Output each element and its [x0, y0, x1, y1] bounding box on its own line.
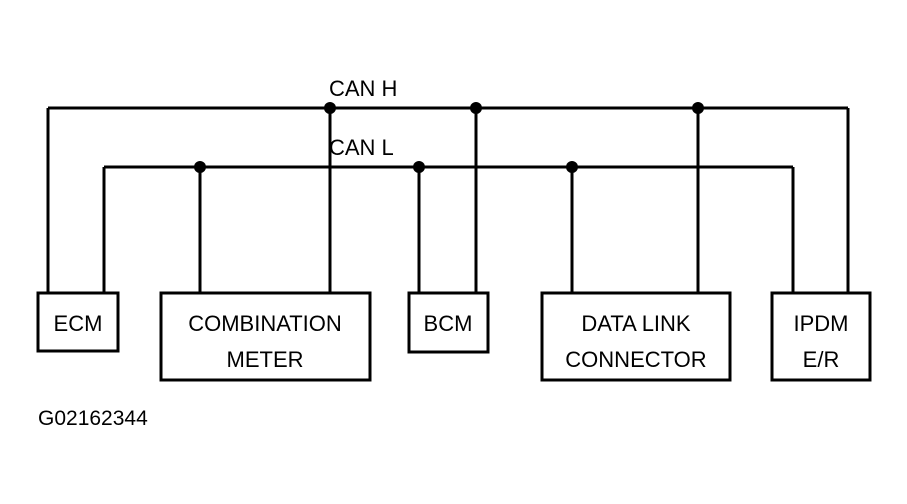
unit-label-bcm: BCM	[424, 311, 473, 336]
junction-dot-can-l-combination-meter	[194, 161, 206, 173]
junction-dot-can-h-combination-meter	[324, 102, 336, 114]
can-l-bus-label: CAN L	[329, 135, 394, 160]
unit-label-data-link-connector-line-1: DATA LINK	[581, 311, 691, 336]
junction-dot-can-l-bcm	[413, 161, 425, 173]
figure-caption: G02162344	[38, 407, 148, 430]
can-h-bus-group: CAN H	[46, 76, 850, 293]
junction-dot-can-h-bcm	[470, 102, 482, 114]
unit-box-bcm[interactable]	[407, 291, 490, 354]
can-h-bus-label: CAN H	[329, 76, 397, 101]
unit-label-ipdm-er-line-2: E/R	[803, 347, 840, 372]
unit-box-ipdm-er[interactable]	[770, 291, 872, 382]
unit-box-data-link-connector[interactable]	[540, 291, 732, 382]
junction-dot-can-l-data-link	[566, 161, 578, 173]
unit-boxes-group: ECM COMBINATION METER BCM DATA LINK CONNECTOR…	[36, 291, 872, 382]
unit-label-ipdm-er-line-1: IPDM	[794, 311, 849, 336]
can-l-bus-group: CAN L	[102, 135, 795, 293]
junction-dots-group	[194, 102, 704, 173]
unit-box-combination-meter[interactable]	[159, 291, 372, 382]
junction-dot-can-h-data-link	[692, 102, 704, 114]
unit-label-ecm: ECM	[54, 311, 103, 336]
junction-drop-lines-group	[198, 108, 700, 293]
unit-box-ecm[interactable]	[36, 291, 120, 353]
unit-label-combination-meter-line-2: METER	[227, 347, 304, 372]
unit-label-combination-meter-line-1: COMBINATION	[188, 311, 342, 336]
unit-label-data-link-connector-line-2: CONNECTOR	[565, 347, 706, 372]
